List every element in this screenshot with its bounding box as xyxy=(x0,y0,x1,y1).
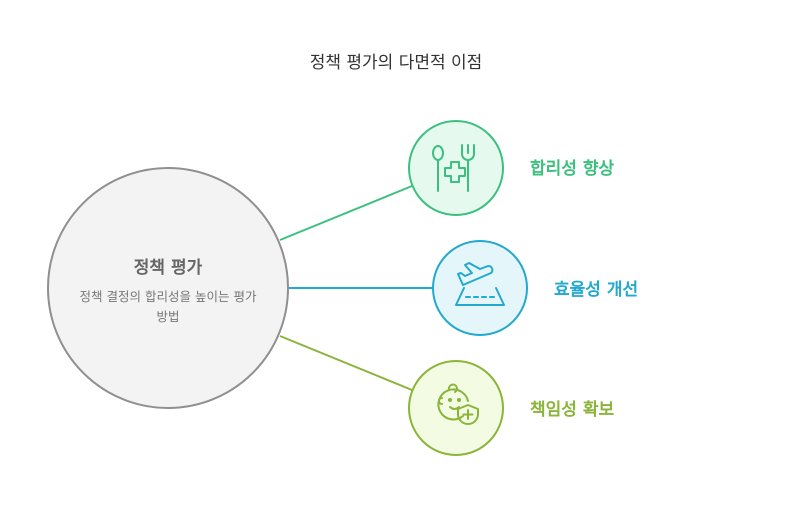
connector-rationality xyxy=(279,185,413,241)
branch-efficiency-node xyxy=(432,240,528,336)
airplane-runway-icon xyxy=(455,262,505,306)
central-concept-description: 정책 결정의 합리성을 높이는 평가 방법 xyxy=(79,289,257,324)
central-concept-circle xyxy=(47,167,289,409)
branch-label-accountability: 책임성 확보 xyxy=(530,400,615,420)
baby-shield-icon xyxy=(437,383,479,426)
utensils-medical-icon xyxy=(432,144,475,192)
central-concept-title: 정책 평가 xyxy=(133,258,203,278)
connector-accountability xyxy=(279,335,413,391)
branch-rationality-node xyxy=(408,120,504,216)
branch-accountability-node xyxy=(408,360,504,456)
branch-label-efficiency: 효율성 개선 xyxy=(554,280,639,300)
branch-label-rationality: 합리성 향상 xyxy=(530,159,615,179)
diagram-title: 정책 평가의 다면적 이점 xyxy=(309,53,483,73)
